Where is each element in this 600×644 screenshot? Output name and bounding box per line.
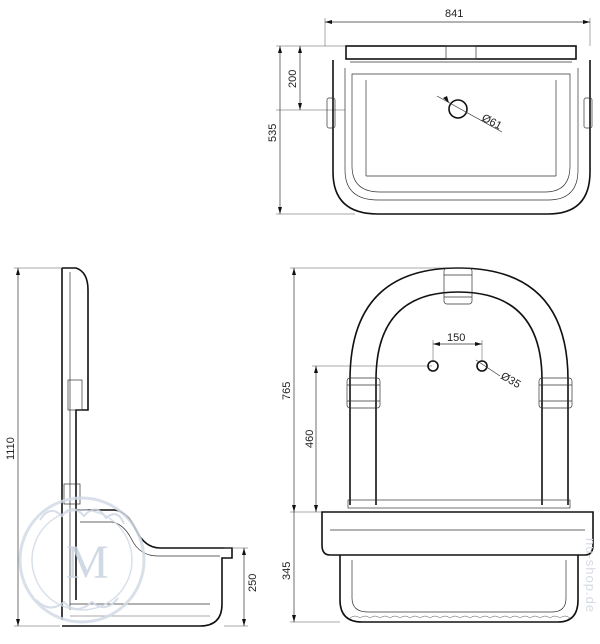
top-wall-plate <box>345 45 577 60</box>
dim-basin-height-side: 250 <box>247 574 259 592</box>
drain-hole <box>448 99 468 119</box>
top-basin-outline <box>332 60 591 215</box>
front-view: 765 345 460 150 Ø35 <box>281 267 594 623</box>
dim-top-depth-total: 535 <box>267 124 279 142</box>
watermark-seal: M <box>18 496 146 624</box>
dim-holes-spacing: 150 <box>447 332 465 344</box>
mount-hole-left <box>427 360 439 372</box>
dim-top-depth-partial: 200 <box>287 70 299 88</box>
dim-drain-diameter: Ø61 <box>480 112 504 132</box>
top-view: 841 200 535 Ø61 <box>267 8 593 215</box>
watermark-side-text: nu-shop.de <box>583 538 598 613</box>
dim-top-width: 841 <box>445 8 463 20</box>
side-wall-post <box>62 267 89 600</box>
front-basin-outline <box>321 511 594 556</box>
dim-front-height: 765 <box>281 382 293 400</box>
arch-frame <box>349 267 569 505</box>
dim-holes-diameter: Ø35 <box>499 370 523 391</box>
dim-holes-height: 460 <box>304 430 316 448</box>
dim-side-height-total: 1110 <box>5 437 17 460</box>
mount-hole-right <box>476 360 488 372</box>
svg-text:M: M <box>66 536 109 589</box>
side-view: 1110 250 <box>5 267 259 627</box>
dim-basin-height-front: 345 <box>281 562 293 580</box>
